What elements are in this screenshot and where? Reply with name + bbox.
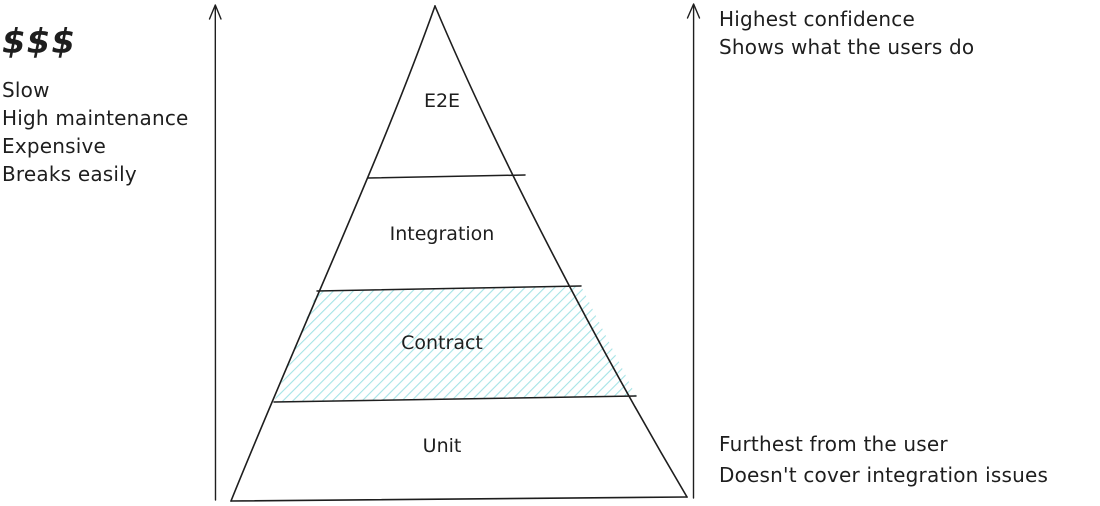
divider-contract-unit <box>273 395 637 403</box>
contract-layer-fill <box>274 286 636 402</box>
layer-label-unit: Unit <box>422 435 462 457</box>
trait-slow: Slow <box>2 78 50 102</box>
note-furthest-from-user: Furthest from the user <box>719 432 948 456</box>
cost-indicator: $$$ <box>2 22 76 62</box>
pyramid-outline <box>230 5 688 502</box>
divider-e2e-integration <box>367 174 526 179</box>
note-shows-user-behaviour: Shows what the users do <box>719 35 975 59</box>
note-highest-confidence: Highest confidence <box>719 7 915 31</box>
layer-label-e2e: E2E <box>423 90 461 112</box>
right-axis-arrow <box>686 3 701 499</box>
left-axis-arrow <box>208 4 222 501</box>
trait-expensive: Expensive <box>2 134 107 158</box>
divider-integration-contract <box>316 285 582 292</box>
note-integration-issues: Doesn't cover integration issues <box>719 463 1049 487</box>
layer-label-contract: Contract <box>401 332 483 354</box>
trait-high-maintenance: High maintenance <box>2 106 189 130</box>
layer-label-integration: Integration <box>389 223 495 245</box>
trait-breaks-easily: Breaks easily <box>2 162 137 186</box>
layer-dividers <box>273 174 637 403</box>
